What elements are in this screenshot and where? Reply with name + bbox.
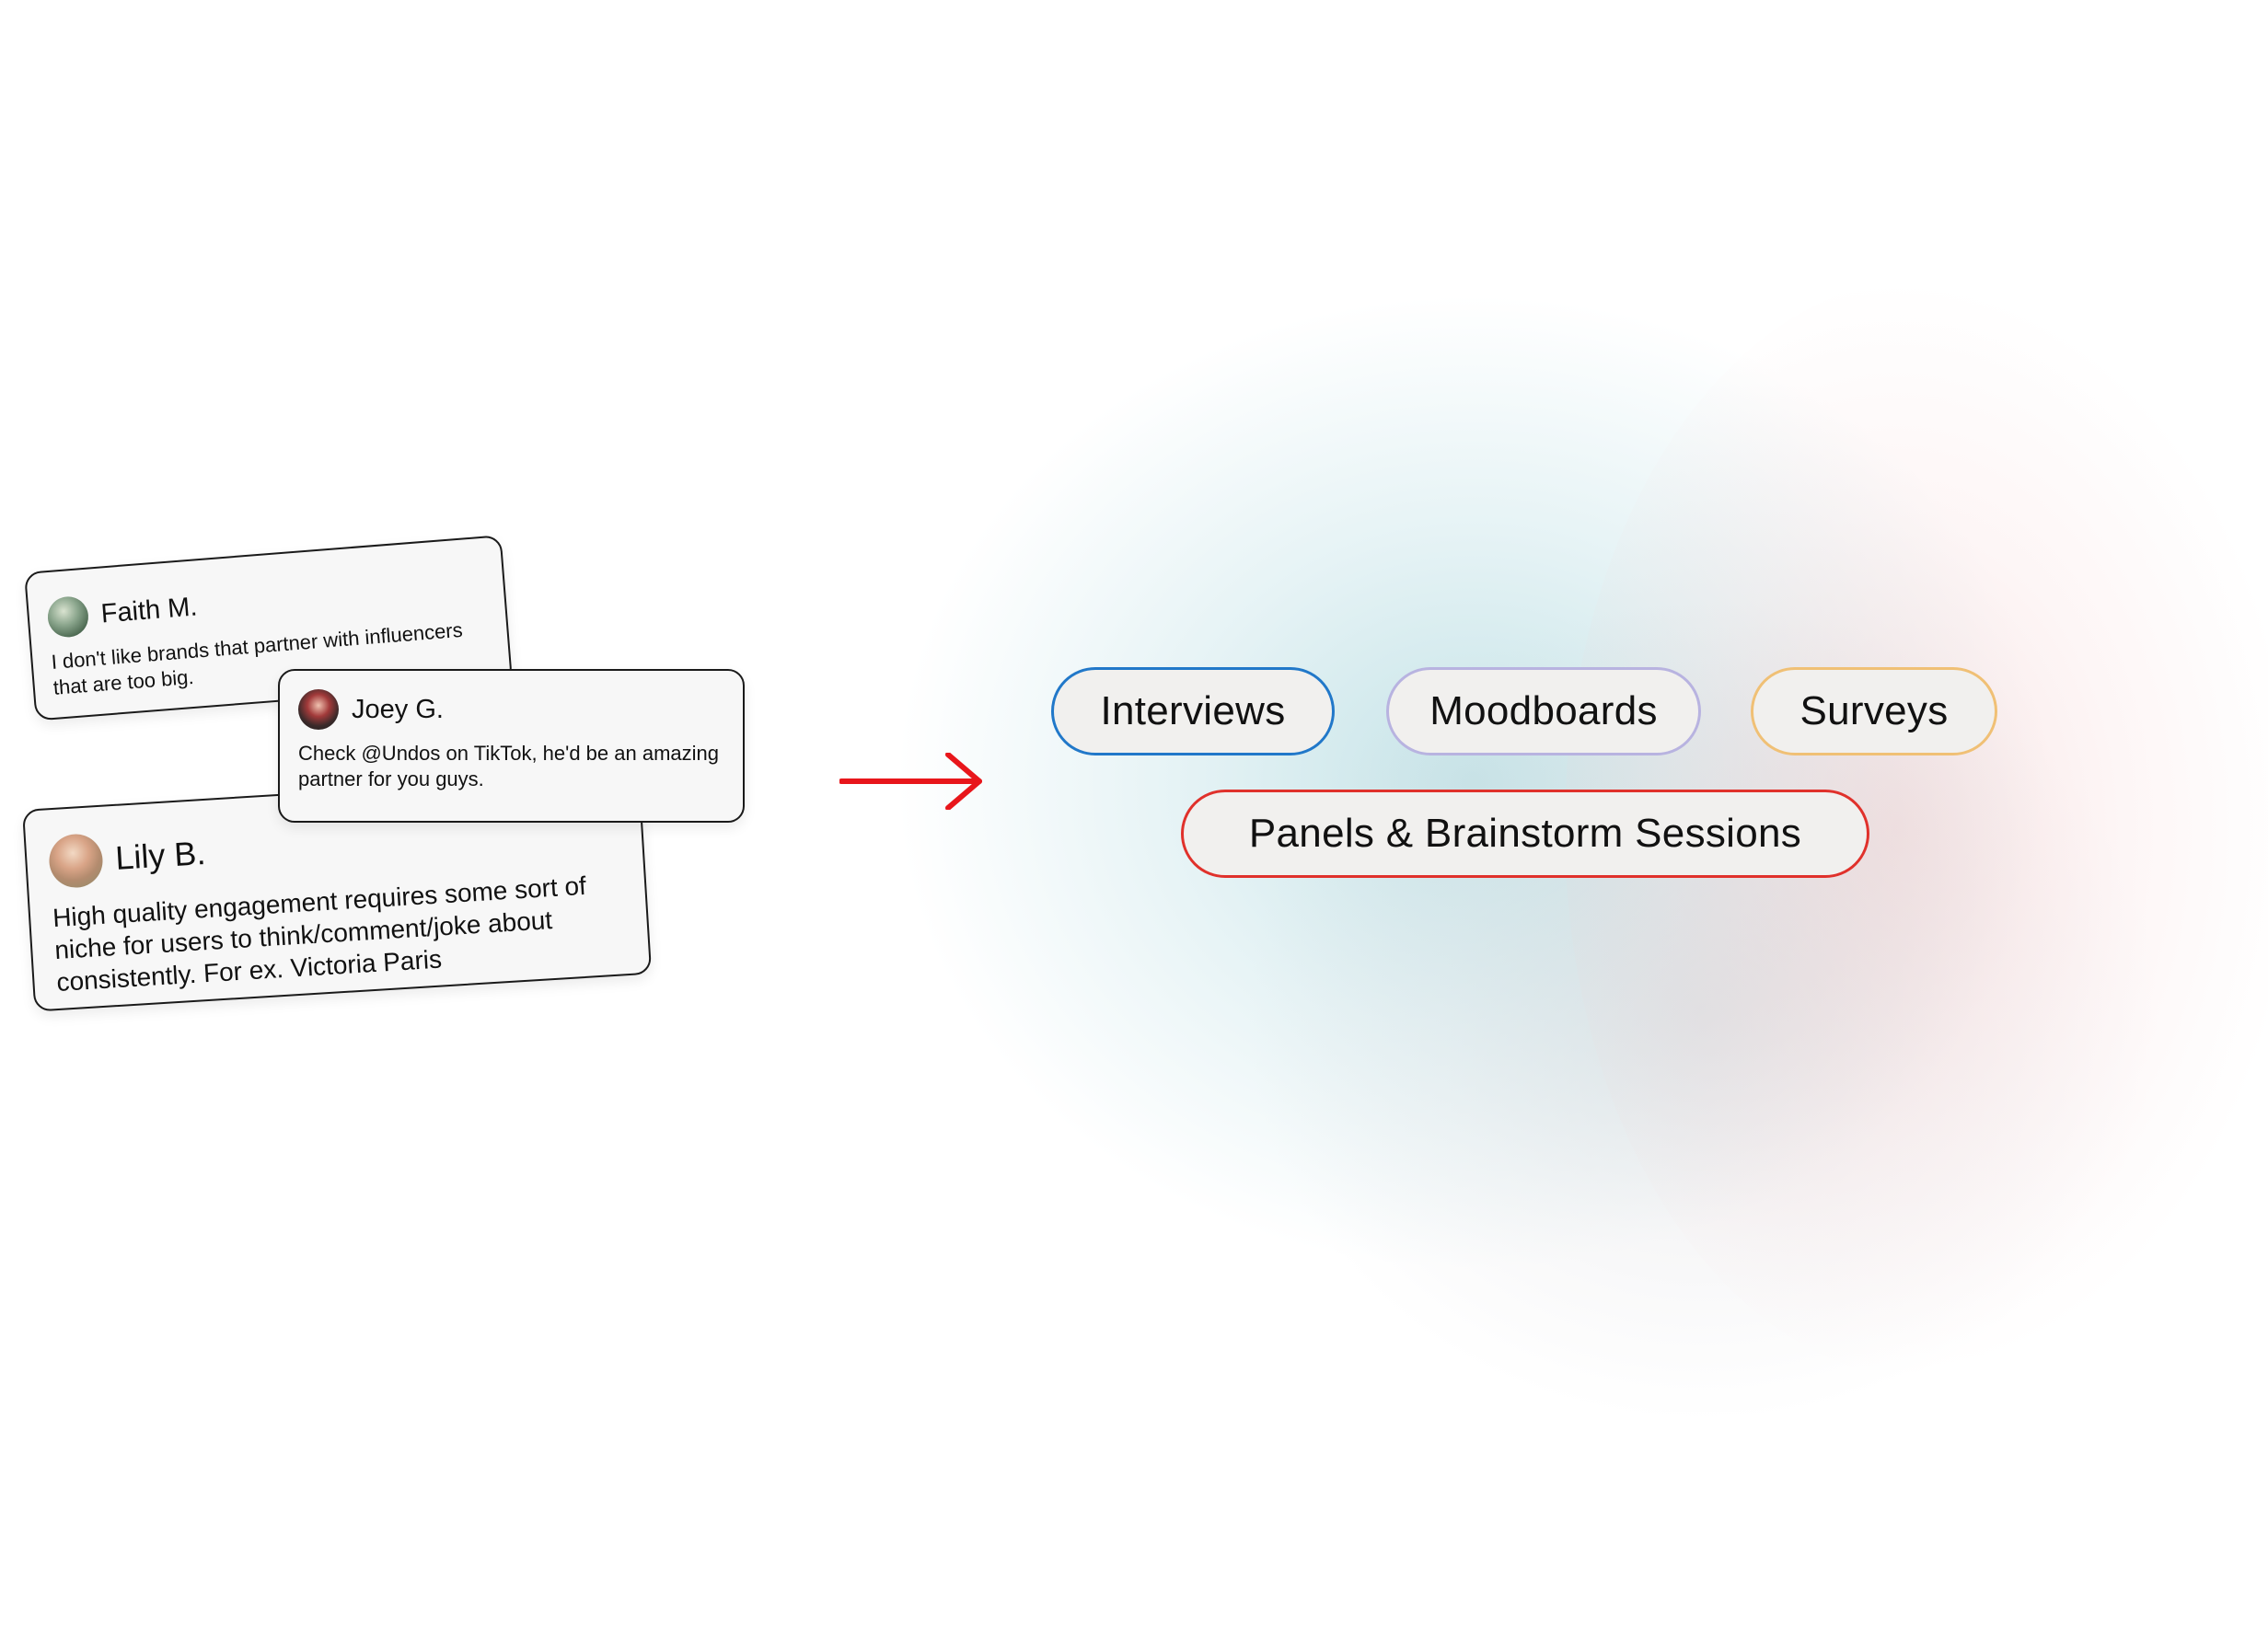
comment-card-joey: Joey G. Check @Undos on TikTok, he'd be …	[278, 669, 745, 823]
avatar-joey	[298, 689, 339, 730]
method-pill-panels-brainstorm: Panels & Brainstorm Sessions	[1181, 790, 1869, 878]
comment-text: Check @Undos on TikTok, he'd be an amazi…	[298, 742, 720, 790]
avatar-faith	[46, 594, 90, 640]
comment-header: Joey G.	[298, 689, 724, 730]
background-glow-teal	[874, 276, 2071, 1288]
commenter-name: Faith M.	[99, 591, 199, 629]
method-pill-interviews: Interviews	[1051, 667, 1335, 755]
method-pill-moodboards: Moodboards	[1386, 667, 1701, 755]
commenter-name: Joey G.	[352, 694, 444, 724]
method-pill-surveys: Surveys	[1751, 667, 1997, 755]
avatar-lily	[47, 832, 105, 890]
arrow-right-icon	[839, 753, 982, 810]
background-glow-grey	[1243, 598, 2163, 1426]
comment-text: High quality engagement requires some so…	[52, 871, 587, 998]
commenter-name: Lily B.	[114, 833, 207, 877]
